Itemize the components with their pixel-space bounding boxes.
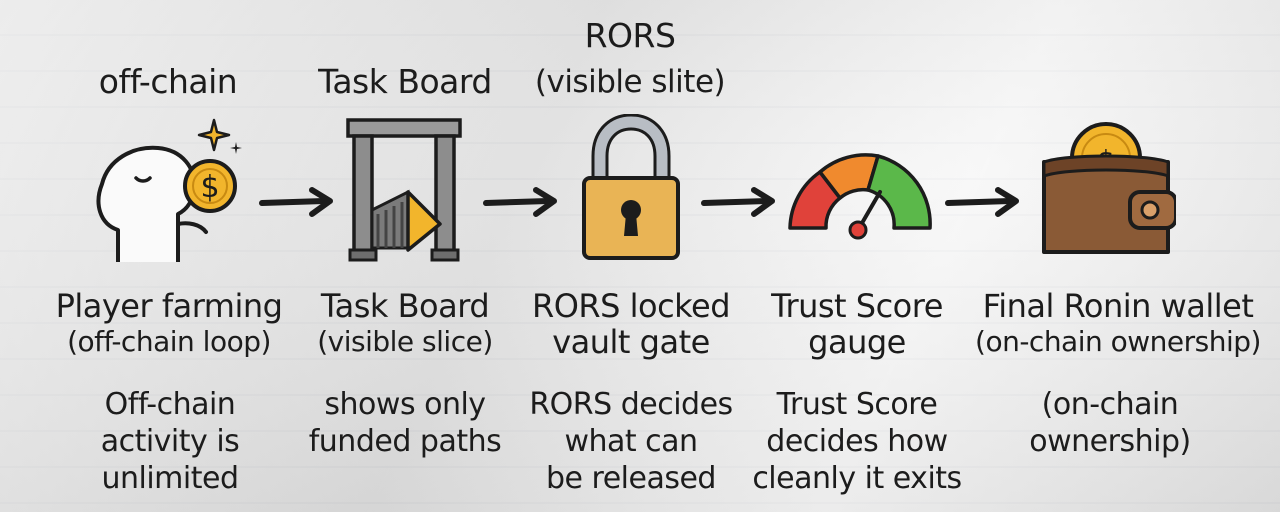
stage-title-task-board: Task Board (visible slice) [300, 288, 510, 360]
wallet-icon: $ [1036, 118, 1176, 258]
stage-title-trust-score: Trust Score gauge [752, 288, 962, 360]
svg-text:$: $ [200, 170, 219, 205]
arrow-icon [944, 184, 1024, 220]
arrow-icon [482, 184, 562, 220]
stage-title-player-farming: Player farming (off-chain loop) [40, 288, 298, 360]
stage-desc-task-board: shows only funded paths [298, 386, 512, 460]
padlock-icon [578, 114, 684, 262]
stage-desc-player-farming: Off-chain activity is unlimited [70, 386, 270, 497]
top-label-rors: RORS [530, 18, 730, 54]
top-label-task-board: Task Board [305, 64, 505, 100]
gauge-icon [782, 140, 938, 240]
stage-title-ronin-wallet: Final Ronin wallet (on-chain ownership) [962, 288, 1274, 360]
stage-desc-trust-score: Trust Score decides how cleanly it exits [746, 386, 968, 497]
stage-desc-rors-vault: RORS decides what can be released [516, 386, 746, 497]
task-board-gate-icon [344, 114, 464, 262]
arrow-icon [258, 184, 338, 220]
stage-title-rors-vault: RORS locked vault gate [520, 288, 742, 360]
top-label-off-chain: off-chain [78, 64, 258, 100]
top-label-rors-sub: (visible slite) [520, 64, 740, 100]
player-coin-icon: $ [88, 112, 258, 262]
arrow-icon [700, 184, 780, 220]
stage-desc-ronin-wallet: (on-chain ownership) [1000, 386, 1220, 460]
